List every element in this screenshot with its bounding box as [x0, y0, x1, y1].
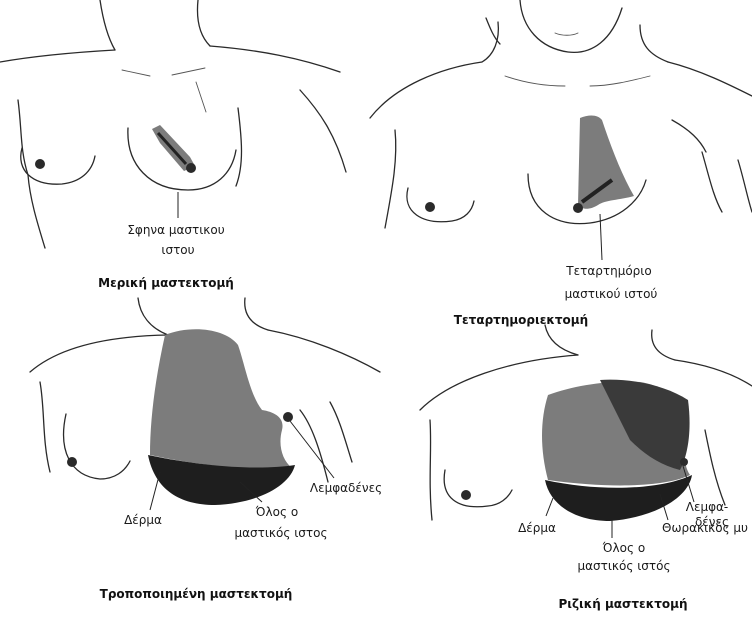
right-arm-outline [300, 410, 328, 482]
clavicle-right [172, 68, 205, 75]
clavicle-left [122, 70, 150, 76]
neck-right [198, 0, 211, 46]
shoulder-right [675, 360, 752, 386]
shoulder-right [268, 330, 380, 372]
shoulder-right [210, 46, 340, 72]
left-arm-outline [18, 100, 45, 248]
neck-left [100, 0, 115, 50]
lymph-node [283, 412, 293, 422]
shoulder-right [668, 62, 752, 96]
shoulder-left [370, 62, 482, 118]
armpit-outline [236, 108, 242, 186]
neck-left [545, 325, 578, 355]
panel-partial-mastectomy: Σφηνα μαστικου ιστου Μερική μαστεκτομή [0, 0, 346, 290]
left-arm-outline [40, 382, 50, 472]
wedge-label-line1: Σφηνα μαστικου [127, 223, 224, 237]
tissue-quadrant-shading [578, 116, 634, 209]
breast-tissue-shading [150, 329, 292, 469]
panel-radical-mastectomy: Λεμφα- δένες Δέρμα Θωρακικός μυ Όλος ο μ… [420, 325, 752, 611]
left-breast-outline [64, 414, 130, 479]
tissue-label-line2: μαστικός ιστός [578, 559, 671, 573]
shoulder-left [30, 335, 168, 372]
modified-mastectomy-title: Τροποποιημένη μαστεκτομή [100, 587, 293, 601]
left-breast-outline [407, 188, 474, 222]
right-nipple [186, 163, 196, 173]
neck-left [138, 298, 168, 335]
quadrant-label-line1: Τεταρτημόριο [565, 264, 651, 278]
shoulder-left [0, 50, 115, 62]
left-arm-outline [430, 420, 432, 520]
right-arm-outline [702, 152, 722, 212]
clavicle-right [590, 76, 650, 86]
right-side-outline [672, 120, 706, 152]
lymph-node [680, 458, 688, 466]
skin-pointer [546, 498, 553, 516]
skin-label: Δέρμα [124, 513, 162, 527]
skin-pointer [150, 472, 160, 510]
wedge-label-line2: ιστου [161, 243, 194, 257]
tissue-label-line1: Όλος ο [255, 505, 298, 519]
lymph-nodes-label: Λεμφαδένες [310, 481, 382, 495]
lymph-nodes-label-line1: Λεμφα- [686, 500, 729, 514]
right-arm-outline-outer [330, 402, 352, 462]
quadrantectomy-title: Τεταρτημοριεκτομή [454, 313, 588, 327]
left-nipple [67, 457, 77, 467]
tissue-label-line1: Όλος ο [602, 541, 645, 555]
left-nipple [461, 490, 471, 500]
left-breast-outline [21, 148, 95, 184]
panel-quadrantectomy: Τεταρτημόριο μαστικού ιστού Τεταρτημοριε… [370, 0, 752, 327]
radical-mastectomy-title: Ριζική μαστεκτομή [558, 597, 687, 611]
right-arm-outline [300, 90, 346, 172]
left-breast-outline [444, 470, 512, 507]
mouth [555, 33, 578, 35]
muscle-label: Θωρακικός μυ [662, 521, 748, 535]
right-arm-outline-outer [738, 160, 752, 212]
partial-mastectomy-title: Μερική μαστεκτομή [98, 276, 234, 290]
quadrant-label-line2: μαστικού ιστού [565, 287, 658, 301]
right-nipple [573, 203, 583, 213]
left-nipple [425, 202, 435, 212]
sternum-line [196, 82, 206, 112]
left-arm-outline [385, 130, 396, 228]
skin-label: Δέρμα [518, 521, 556, 535]
panel-modified-mastectomy: Λεμφαδένες Δέρμα Όλος ο μαστικός ιστος Τ… [30, 298, 382, 601]
neck-right [245, 298, 268, 330]
clavicle-left [505, 76, 565, 86]
neck-right [640, 25, 668, 62]
left-nipple [35, 159, 45, 169]
right-arm-outline [705, 430, 725, 505]
tissue-label-line2: μαστικός ιστος [235, 526, 328, 540]
neck-right [652, 330, 675, 360]
face-chin [520, 0, 622, 52]
